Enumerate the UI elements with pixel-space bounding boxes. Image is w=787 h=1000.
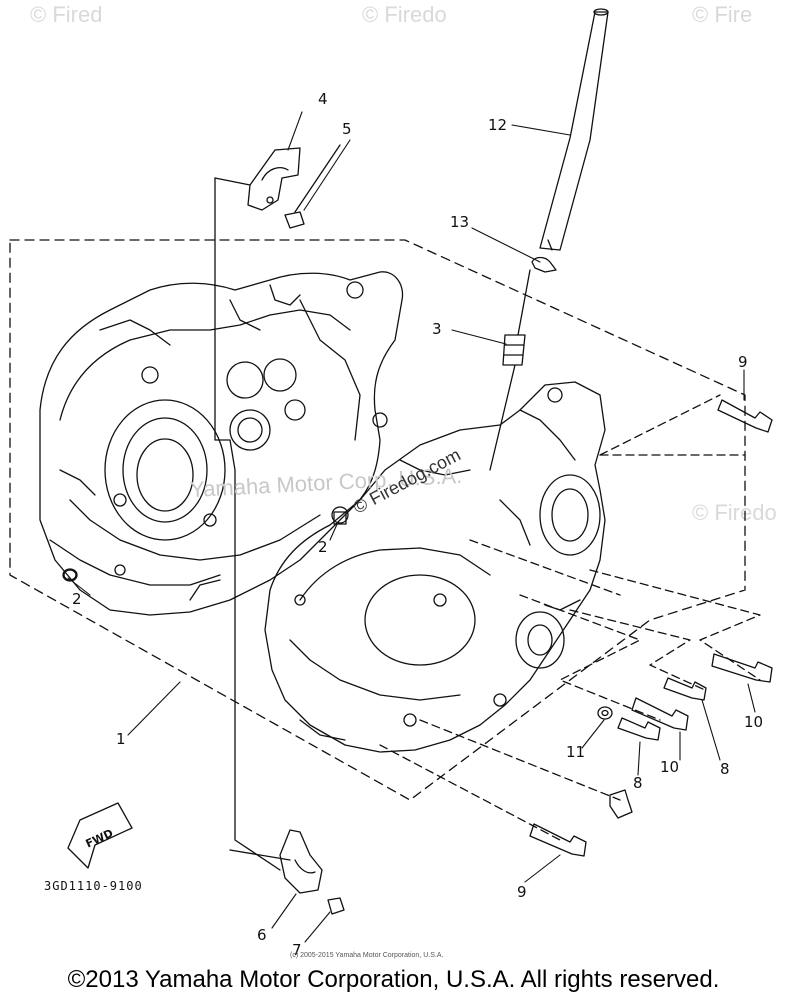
right-crankcase-half xyxy=(264,381,606,753)
callout-6: 6 xyxy=(257,926,267,944)
callout-7: 7 xyxy=(292,941,302,959)
callout-8-mid: 8 xyxy=(633,774,643,792)
callout-2-mid: 2 xyxy=(318,538,328,556)
callout-11: 11 xyxy=(566,743,586,761)
part-6-plate xyxy=(279,829,323,894)
part-4-plate xyxy=(247,147,301,211)
bolt-10-right xyxy=(711,653,773,683)
watermark-top-mid: © Firedo xyxy=(362,2,447,27)
callout-1: 1 xyxy=(116,730,126,748)
watermark-right-mid: © Firedo xyxy=(692,500,777,525)
callout-4: 4 xyxy=(318,90,328,108)
dowel-2-left xyxy=(62,568,78,582)
diagram-part-code: 3GD1110-9100 xyxy=(44,879,143,893)
callout-8-right: 8 xyxy=(720,760,730,778)
guide-lines xyxy=(214,177,291,871)
callout-2-left: 2 xyxy=(72,590,82,608)
callout-10-right: 10 xyxy=(744,713,764,731)
part-11-washer xyxy=(597,706,613,720)
watermark-top-right: © Fire xyxy=(692,2,753,27)
watermark-top-left: © Fired xyxy=(30,2,103,27)
bolt-10-mid xyxy=(631,697,689,731)
callout-5: 5 xyxy=(342,120,352,138)
part-5-bolt xyxy=(284,144,341,229)
callout-10-mid: 10 xyxy=(660,758,680,776)
callout-3: 3 xyxy=(432,320,442,338)
bolt-bottom-single xyxy=(609,789,633,819)
left-crankcase-half xyxy=(39,271,404,616)
bolt-8-right xyxy=(663,677,707,701)
bolt-9-bottom xyxy=(529,823,587,857)
part-3-sleeve xyxy=(489,269,531,471)
copyright-notice: ©2013 Yamaha Motor Corporation, U.S.A. A… xyxy=(67,966,720,993)
bolt-8-mid xyxy=(617,717,661,741)
callout-13: 13 xyxy=(450,213,470,231)
callout-9-top: 9 xyxy=(738,353,748,371)
leader-lines xyxy=(67,111,756,943)
small-copyright: (c) 2005-2015 Yamaha Motor Corporation, … xyxy=(290,952,444,959)
part-7-bolt xyxy=(327,897,345,915)
callout-12: 12 xyxy=(488,116,508,134)
left-case-dashed-outline xyxy=(9,239,746,801)
fwd-arrow xyxy=(67,802,133,869)
dowel-2-mid xyxy=(333,511,347,525)
callout-9-bottom: 9 xyxy=(517,883,527,901)
bolt-9-top xyxy=(717,399,773,433)
part-12-pipe xyxy=(539,8,609,251)
